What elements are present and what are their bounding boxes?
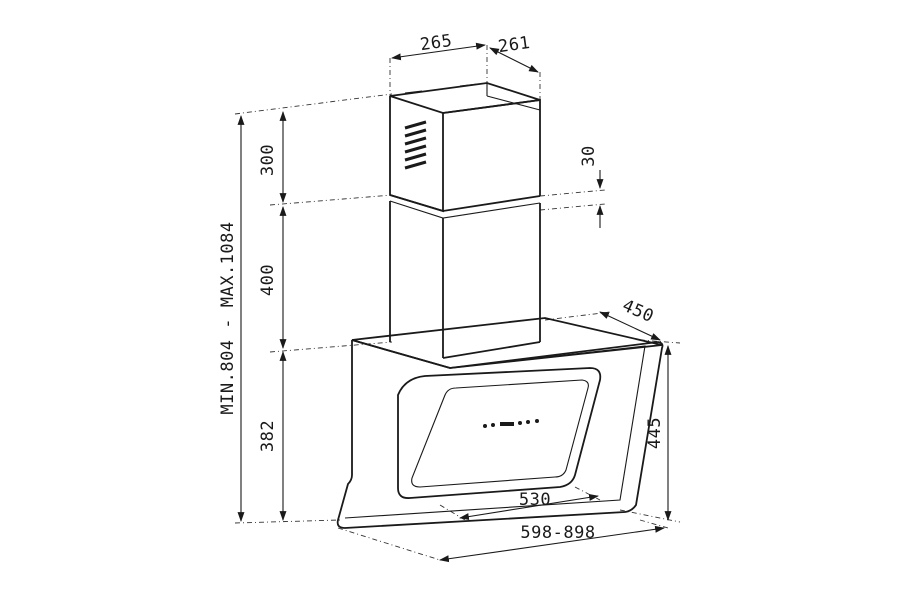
- label-598-898: 598-898: [520, 523, 595, 543]
- hood-body: [336, 317, 664, 529]
- control-buttons: [483, 419, 539, 428]
- label-total-height: MIN.804 - MAX.1084: [218, 221, 238, 414]
- label-530: 530: [519, 490, 551, 510]
- dimension-lines: [237, 42, 672, 563]
- label-265: 265: [419, 31, 454, 55]
- label-382: 382: [258, 420, 278, 452]
- chimney: [389, 82, 541, 359]
- label-261: 261: [497, 33, 532, 57]
- label-400: 400: [258, 264, 278, 296]
- extension-lines: [234, 45, 681, 561]
- label-445: 445: [645, 417, 665, 449]
- label-30: 30: [579, 145, 599, 166]
- label-300: 300: [258, 144, 278, 176]
- label-450: 450: [619, 296, 657, 327]
- vent-grille: [404, 120, 427, 170]
